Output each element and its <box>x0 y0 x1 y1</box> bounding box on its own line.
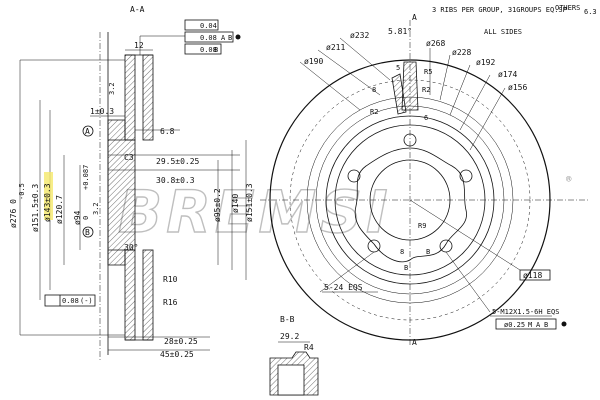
svg-text:A: A <box>412 13 417 22</box>
svg-text:0.08: 0.08 <box>200 34 217 42</box>
svg-text:R4: R4 <box>304 343 314 352</box>
svg-text:28±0.25: 28±0.25 <box>164 337 198 346</box>
svg-text:ø120.7: ø120.7 <box>55 195 64 224</box>
svg-text:B: B <box>228 34 232 42</box>
tolerance-frame: 0.04 0.08 A B 0.08 B <box>139 19 241 55</box>
svg-text:30.8±0.3: 30.8±0.3 <box>156 176 195 185</box>
svg-text:ø140: ø140 <box>231 194 240 213</box>
svg-text:45±0.25: 45±0.25 <box>160 350 194 359</box>
svg-text:6: 6 <box>424 114 428 122</box>
svg-text:5.81°: 5.81° <box>388 27 412 36</box>
svg-text:3 RIBS PER GROUP, 31GROUPS EQ.: 3 RIBS PER GROUP, 31GROUPS EQ.SP <box>432 6 567 14</box>
svg-text:5: 5 <box>396 64 400 72</box>
svg-text:B: B <box>544 321 548 329</box>
svg-text:C3: C3 <box>124 153 134 162</box>
svg-text:(-): (-) <box>80 297 93 305</box>
svg-text:ø151±0.3: ø151±0.3 <box>245 183 254 222</box>
svg-text:B: B <box>85 228 90 237</box>
svg-text:B: B <box>426 248 430 256</box>
watermark-registered: ® <box>566 175 572 185</box>
svg-text:ø228: ø228 <box>452 48 471 57</box>
svg-text:R5: R5 <box>424 68 432 76</box>
watermark-text: BREMSI <box>118 178 392 246</box>
svg-text:ø143±0.3: ø143±0.3 <box>43 183 52 222</box>
svg-text:A: A <box>536 321 541 329</box>
svg-text:6.3: 6.3 <box>584 8 597 16</box>
front-view-labels: 3 RIBS PER GROUP, 31GROUPS EQ.SP OTHERS … <box>304 4 597 347</box>
svg-text:ø151.5±0.3: ø151.5±0.3 <box>31 184 40 232</box>
svg-text:R9: R9 <box>418 222 426 230</box>
front-view <box>260 20 590 345</box>
svg-text:R2: R2 <box>370 108 378 116</box>
svg-text:0.08: 0.08 <box>62 297 79 305</box>
svg-text:B: B <box>214 46 218 54</box>
svg-text:R16: R16 <box>163 298 178 307</box>
svg-text:5-24 EQS: 5-24 EQS <box>324 283 363 292</box>
section-bb: B-B 29.2 R4 <box>269 315 319 396</box>
svg-text:0.04: 0.04 <box>200 22 217 30</box>
diameter-labels-aa: ø276 0 -0.5 ø151.5±0.3 ø143±0.3 ø120.7 ø… <box>9 60 254 335</box>
svg-text:ø276 0: ø276 0 <box>9 199 18 228</box>
svg-text:8: 8 <box>400 248 404 256</box>
svg-text:M: M <box>528 321 532 329</box>
svg-text:B-B: B-B <box>280 315 295 324</box>
svg-text:ø268: ø268 <box>426 39 445 48</box>
svg-text:ø174: ø174 <box>498 70 517 79</box>
svg-text:29.2: 29.2 <box>280 332 299 341</box>
svg-text:OTHERS: OTHERS <box>555 4 580 12</box>
disc-section-aa <box>20 32 154 360</box>
svg-text:ø95±0.2: ø95±0.2 <box>213 188 222 222</box>
svg-text:A: A <box>85 127 90 136</box>
svg-text:A: A <box>412 338 417 347</box>
svg-text:A: A <box>221 34 226 42</box>
svg-text:-0.5: -0.5 <box>18 183 26 200</box>
svg-text:0.08: 0.08 <box>200 46 217 54</box>
svg-text:+0.087: +0.087 <box>82 165 90 190</box>
svg-text:6.8: 6.8 <box>160 127 175 136</box>
svg-text:ø211: ø211 <box>326 43 345 52</box>
svg-text:ø156: ø156 <box>508 83 527 92</box>
svg-text:0: 0 <box>82 216 90 220</box>
svg-text:ALL SIDES: ALL SIDES <box>484 28 522 36</box>
svg-text:8: 8 <box>372 86 376 94</box>
datum-markers: A B <box>82 125 94 238</box>
svg-text:B: B <box>404 264 408 272</box>
svg-text:1±0.3: 1±0.3 <box>90 107 114 116</box>
svg-text:ø192: ø192 <box>476 58 495 67</box>
svg-text:R2: R2 <box>422 86 430 94</box>
svg-text:ø94: ø94 <box>73 210 82 225</box>
svg-text:ø0.25: ø0.25 <box>504 321 525 329</box>
svg-text:ø118: ø118 <box>523 271 542 280</box>
svg-text:R10: R10 <box>163 275 178 284</box>
svg-text:29.5±0.25: 29.5±0.25 <box>156 157 200 166</box>
svg-text:30°: 30° <box>124 243 138 252</box>
svg-text:ø190: ø190 <box>304 57 323 66</box>
svg-text:3.2: 3.2 <box>108 82 116 95</box>
svg-text:12: 12 <box>134 41 144 50</box>
svg-text:5-M12X1.5-6H EQS: 5-M12X1.5-6H EQS <box>492 308 559 316</box>
svg-text:3.2: 3.2 <box>92 202 100 215</box>
section-aa-title: A-A <box>130 5 145 14</box>
svg-text:ø232: ø232 <box>350 31 369 40</box>
